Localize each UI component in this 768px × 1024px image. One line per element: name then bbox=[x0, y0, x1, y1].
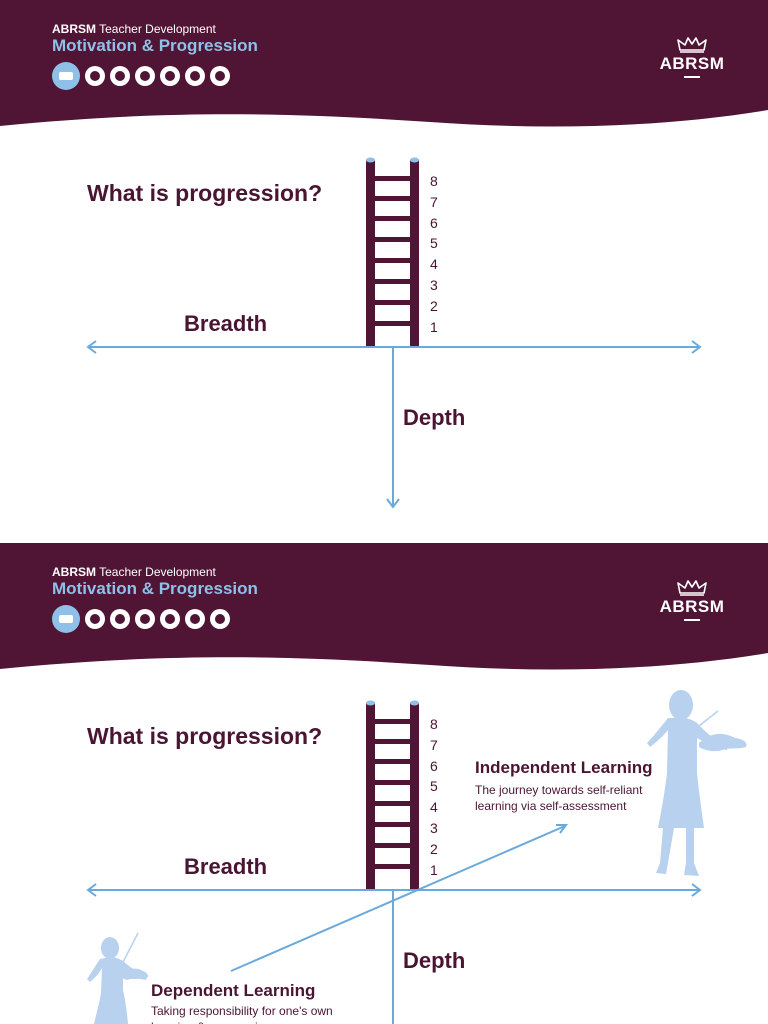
bookshelf-icon[interactable] bbox=[52, 605, 80, 633]
ladder-step-label: 3 bbox=[430, 276, 438, 293]
ear-icon[interactable] bbox=[135, 66, 155, 86]
ladder-step-label: 5 bbox=[430, 235, 438, 252]
ladder-step-label: 1 bbox=[430, 861, 438, 878]
learning-journey-arrow bbox=[230, 824, 568, 972]
header-title: Motivation & Progression bbox=[52, 579, 258, 598]
depth-axis bbox=[386, 347, 400, 509]
abrsm-logo: ABRSM bbox=[658, 580, 726, 621]
swirl-icon[interactable] bbox=[160, 609, 180, 629]
ladder-step-label: 7 bbox=[430, 736, 438, 753]
ladder-rungs bbox=[375, 176, 410, 326]
question-heading: What is progression? bbox=[87, 180, 323, 206]
ladder bbox=[366, 700, 419, 890]
ladder-rungs bbox=[375, 719, 410, 869]
ladder-step-label: 6 bbox=[430, 214, 438, 231]
ladder-step-label: 7 bbox=[430, 193, 438, 210]
logo-underline bbox=[684, 619, 700, 621]
crown-icon bbox=[677, 37, 707, 53]
music-notes-icon[interactable] bbox=[110, 609, 130, 629]
slide-2: ABRSM Teacher Development Motivation & P… bbox=[0, 543, 768, 1024]
progression-diagram bbox=[86, 690, 747, 1024]
depth-label: Depth bbox=[403, 948, 466, 973]
ladder-step-label: 1 bbox=[430, 318, 438, 335]
ladder-step-label: 4 bbox=[430, 799, 438, 816]
ladder-step-label: 2 bbox=[430, 297, 438, 314]
independent-learning-description: The journey towards self-reliant learnin… bbox=[475, 783, 643, 813]
brand-line: ABRSM Teacher Development bbox=[52, 565, 216, 579]
ear-icon[interactable] bbox=[135, 609, 155, 629]
slide-1: ABRSM Teacher Development Motivation & P… bbox=[0, 0, 768, 509]
brand-line: ABRSM Teacher Development bbox=[52, 22, 216, 36]
swirl-icon[interactable] bbox=[160, 66, 180, 86]
header-banner bbox=[0, 0, 768, 127]
ladder-step-label: 8 bbox=[430, 716, 438, 732]
globe-icon[interactable] bbox=[210, 66, 230, 86]
ladder-step-label: 2 bbox=[430, 840, 438, 857]
ladder-step-labels: 8 7 6 5 4 3 2 1 bbox=[430, 171, 438, 337]
bookshelf-icon[interactable] bbox=[52, 62, 80, 90]
ladder-step-label: 3 bbox=[430, 819, 438, 836]
ladder-step-label: 6 bbox=[430, 757, 438, 774]
runner-icon[interactable] bbox=[185, 66, 205, 86]
brand-name: ABRSM bbox=[52, 565, 96, 579]
film-icon[interactable] bbox=[85, 609, 105, 629]
topic-icons bbox=[52, 605, 230, 633]
independent-learning-title: Independent Learning bbox=[475, 758, 653, 777]
globe-icon[interactable] bbox=[210, 609, 230, 629]
dependent-learning-title: Dependent Learning bbox=[151, 981, 316, 1000]
depth-label: Depth bbox=[403, 405, 466, 430]
ladder-step-label: 5 bbox=[430, 778, 438, 795]
topic-icons bbox=[52, 62, 230, 90]
dependent-learning-description: Taking responsibility for one's own lear… bbox=[151, 1004, 333, 1024]
violinist-silhouette-small bbox=[87, 932, 148, 1024]
crown-icon bbox=[677, 580, 707, 596]
breadth-label: Breadth bbox=[184, 311, 268, 336]
ladder-step-label: 4 bbox=[430, 256, 438, 273]
breadth-label: Breadth bbox=[184, 854, 268, 879]
runner-icon[interactable] bbox=[185, 609, 205, 629]
logo-text: ABRSM bbox=[659, 54, 725, 73]
ladder-step-labels: 8 7 6 5 4 3 2 1 bbox=[430, 714, 438, 880]
film-icon[interactable] bbox=[85, 66, 105, 86]
progression-diagram bbox=[86, 157, 702, 509]
logo-underline bbox=[684, 76, 700, 78]
ladder bbox=[366, 157, 419, 347]
question-heading: What is progression? bbox=[87, 723, 323, 749]
brand-subtitle: Teacher Development bbox=[99, 22, 216, 36]
brand-subtitle: Teacher Development bbox=[99, 565, 216, 579]
header-title: Motivation & Progression bbox=[52, 36, 258, 55]
logo-text: ABRSM bbox=[659, 597, 725, 616]
header-banner bbox=[0, 543, 768, 670]
music-notes-icon[interactable] bbox=[110, 66, 130, 86]
brand-name: ABRSM bbox=[52, 22, 96, 36]
abrsm-logo: ABRSM bbox=[658, 37, 726, 78]
violinist-silhouette-large bbox=[647, 690, 747, 876]
ladder-step-label: 8 bbox=[430, 173, 438, 189]
